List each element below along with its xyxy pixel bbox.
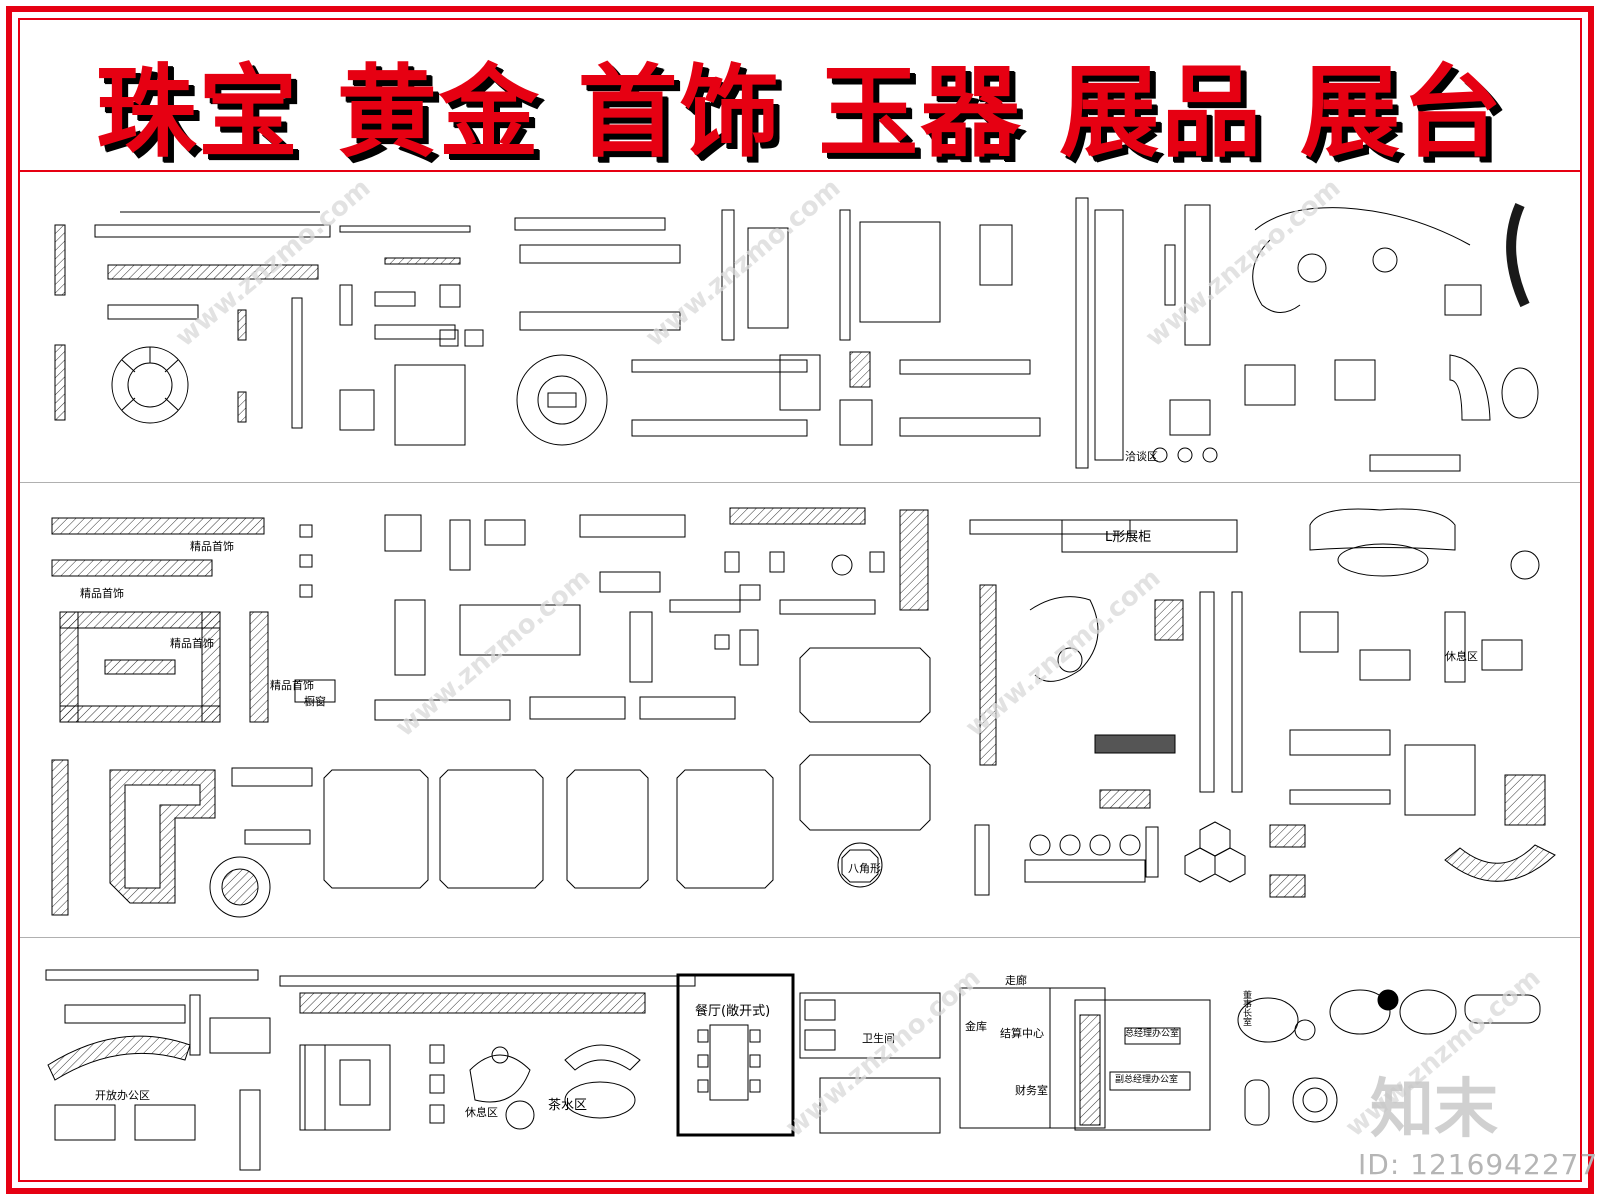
- wall-and-lounge-row2-right: [969, 519, 1306, 898]
- label-boutique-low: 精品首饰: [170, 637, 214, 650]
- lounge-curved-sofa-row1: [1244, 202, 1539, 472]
- label-ceo: 董事长室: [1241, 990, 1251, 1026]
- label-settlement: 结算中心: [1000, 1027, 1044, 1040]
- row-separator-2: [20, 937, 1580, 938]
- reception-ovals-row3-right: [1237, 989, 1541, 1126]
- round-display-counter-1: [111, 346, 189, 424]
- label-dining: 餐厅(敞开式): [695, 1004, 771, 1019]
- label-tea-area: 茶水区: [548, 1098, 588, 1113]
- label-funeral-area: 洽谈区: [1125, 450, 1158, 463]
- u-shaped-counters-row2-bottom: [51, 759, 774, 918]
- title-banner: 珠宝 黄金 首饰 玉器 展品 展台: [20, 20, 1580, 172]
- watermark-id: ID: 1216942277: [1358, 1148, 1599, 1181]
- tables-row2-mid: [374, 507, 929, 721]
- outer-red-frame: [6, 6, 1594, 1194]
- label-u-display: L形展柜: [1105, 530, 1152, 545]
- row-separator-1: [20, 482, 1580, 483]
- label-rest-area: 休息区: [1445, 650, 1478, 663]
- watermark-logo: 知末: [1370, 1073, 1498, 1147]
- wall-case-column-row1-right: [1075, 197, 1218, 469]
- label-manager-office: 总经理办公室: [1125, 1029, 1180, 1039]
- cabinet-wall-and-lounge-row3: [279, 975, 696, 1131]
- small-display-cases-row1: [107, 284, 484, 446]
- page-title: 珠宝 黄金 首饰 玉器 展品 展台: [95, 54, 1505, 171]
- inner-red-frame: [18, 18, 1582, 1182]
- label-boutique-top: 精品首饰: [190, 540, 234, 553]
- octagon-counters-row2: [799, 647, 931, 888]
- label-corridor: 走廊: [1005, 974, 1027, 987]
- dining-room-row3: [676, 973, 795, 1137]
- label-octagon: 八角形: [848, 862, 881, 875]
- open-office-row3-left: [45, 969, 271, 1171]
- label-restroom: 卫生间: [862, 1032, 895, 1045]
- label-finance: 财务室: [1015, 1084, 1048, 1097]
- round-display-counter-2: [516, 354, 608, 446]
- label-window: 橱窗: [304, 695, 326, 708]
- boutique-cabinets-row2-left: [51, 517, 336, 723]
- label-vault: 金库: [965, 1020, 987, 1033]
- label-open-office: 开放办公区: [95, 1089, 150, 1102]
- wall-display-cabinets-top-left: [54, 211, 471, 421]
- counter-runs-row1-mid: [514, 209, 1041, 446]
- label-rest-area-2: 休息区: [465, 1106, 498, 1119]
- restroom-and-offices-row3: [799, 987, 1211, 1134]
- meeting-and-office-row2-far-right: [1289, 508, 1556, 882]
- label-boutique-side: 精品首饰: [270, 679, 314, 692]
- label-manager-office-2: 副总经理办公室: [1115, 1075, 1179, 1085]
- label-boutique-mid: 精品首饰: [80, 587, 124, 600]
